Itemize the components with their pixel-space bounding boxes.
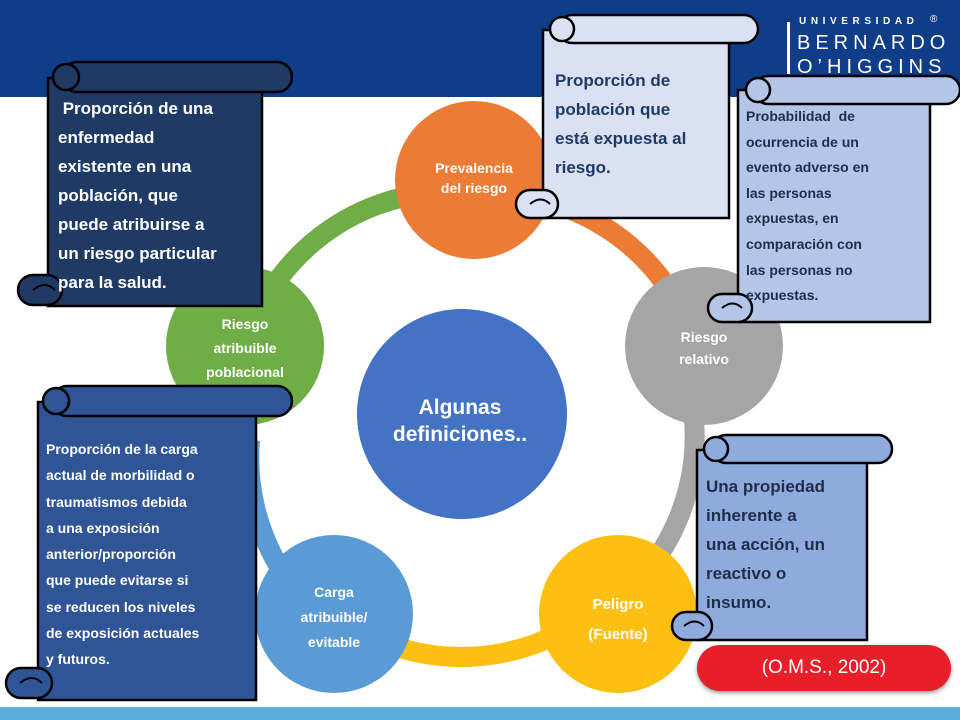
node-peligro [539,535,697,693]
definition-line: Proporción de la carga [46,441,198,457]
definition-line: insumo. [706,593,772,612]
definition-line: una acción, un [706,535,826,554]
node-label-line: Carga [314,584,354,600]
node-label-line: Peligro [592,596,644,613]
logo-line1: UNIVERSIDAD [799,16,919,27]
definition-peligro: Una propiedad inherente a una acción, un… [706,472,866,617]
node-label-line: Prevalencia [435,160,513,176]
definition-line: ocurrencia de un [746,133,859,150]
node-label-riesgo-atribuible: Riesgo atribuible poblacional [175,312,315,384]
definition-carga: Proporción de la carga actual de morbili… [46,436,254,673]
node-prevalencia [395,101,553,259]
definition-line: que puede evitarse si [46,572,189,589]
logo-line2: BERNARDO [797,32,951,54]
definition-line: existente en una [58,157,192,176]
definition-line: Proporción de [555,71,671,90]
center-label: Algunas definiciones.. [392,396,528,446]
ring-segment-peligro-carga [397,630,549,667]
definition-line: puede atribuirse a [58,215,205,234]
center-circle [357,309,567,519]
logo-registered-mark: ® [930,14,938,25]
definition-line: a una exposición [46,519,160,536]
logo-line3: O’HIGGINS [797,56,947,78]
university-logo: UNIVERSIDAD BERNARDO O’HIGGINS ® [787,12,952,82]
scroll-carga [4,384,294,702]
definition-line: enfermedad [58,128,155,147]
definition-line: expuestas, en [746,210,839,227]
definition-line: se reducen los niveles [46,598,196,615]
node-label-carga: Carga atribuible/ evitable [264,580,404,655]
node-label-line: (Fuente) [588,626,648,643]
scroll-prevalencia [514,13,760,220]
definition-line: y futuros. [46,651,110,668]
definition-line: expuestas. [746,287,819,304]
definition-line: Una propiedad [706,477,826,496]
definition-line: para la salud. [58,273,167,292]
node-label-line: relativo [679,351,729,367]
definition-line: de exposición actuales [46,625,200,642]
node-label-line: evitable [307,634,361,650]
definition-line: población que [555,100,671,119]
definition-line: Probabilidad de [746,108,855,124]
node-carga [255,535,413,693]
definition-line: está expuesta al [555,129,687,148]
definition-line: riesgo. [555,158,611,177]
definition-line: un riesgo particular [58,244,217,263]
node-label-riesgo-relativo: Riesgo relativo [634,326,774,370]
definition-line: anterior/proporción [46,546,176,563]
node-label-line: atribuible [213,340,277,356]
node-label-line: atribuible/ [300,609,368,625]
definition-line: actual de morbilidad o [46,467,195,484]
definition-line: población, que [58,186,178,205]
definition-line: inherente a [706,506,797,525]
scroll-riesgo-atribuible [16,60,294,308]
node-label-prevalencia: Prevalencia del riesgo [404,158,544,198]
node-label-line: poblacional [206,364,284,380]
definition-line: comparación con [746,235,862,252]
logo-bar [787,22,790,74]
scroll-riesgo-relativo [706,74,960,324]
node-label-line: Riesgo [221,316,269,332]
node-label-line: Riesgo [680,329,728,345]
scroll-peligro [670,433,894,642]
definition-riesgo-relativo: Probabilidad de ocurrencia de un evento … [746,104,928,309]
definition-prevalencia: Proporción de población que está expuest… [555,66,727,182]
definition-line: traumatismos debida [46,493,187,510]
definition-line: reactivo o [706,564,787,583]
node-label-peligro: Peligro (Fuente) [548,590,688,650]
node-label-line: del riesgo [440,180,508,196]
definition-line: las personas [746,184,832,201]
definition-riesgo-atribuible: Proporción de una enfermedad existente e… [58,94,258,297]
definition-line: las personas no [746,261,853,278]
definition-line: Proporción de una [58,99,213,118]
definition-line: evento adverso en [746,159,869,176]
footer-band [0,707,960,720]
citation-badge: (O.M.S., 2002) [697,645,951,691]
